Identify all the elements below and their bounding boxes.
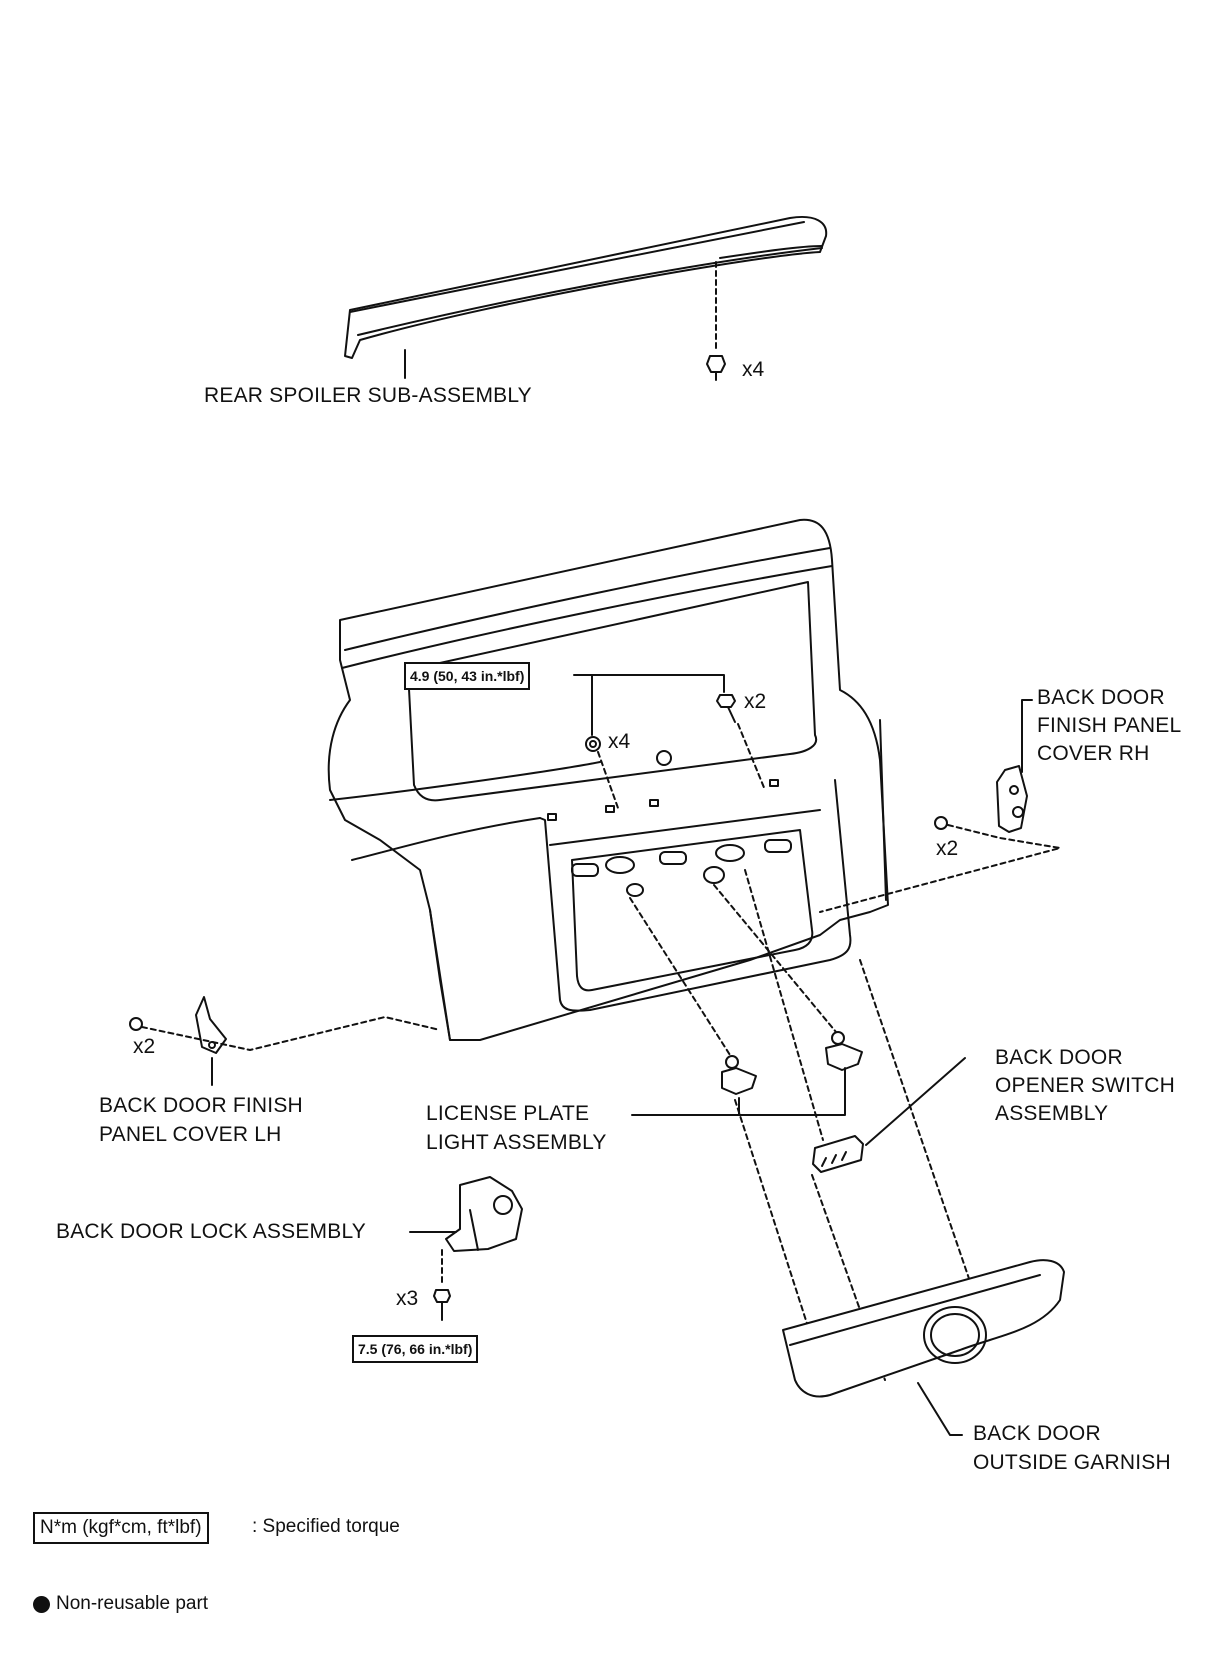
lh-clip-icon [129,1017,143,1031]
lock-assembly-label: BACK DOOR LOCK ASSEMBLY [56,1220,366,1243]
spoiler-screw-qty: x4 [742,358,765,381]
finish-panel-cover-lh [195,996,227,1054]
lh-clip-qty: x2 [133,1035,156,1058]
opener-switch-leader [865,1057,966,1146]
lh-cover-label-line1: BACK DOOR FINISH [99,1094,303,1117]
door-bolt-icon [716,694,736,723]
door-nut-icon [585,736,601,752]
rear-spoiler-label: REAR SPOILER SUB-ASSEMBLY [204,384,532,407]
license-light-leader [631,1067,846,1116]
door-bolt-qty: x2 [744,690,767,713]
rear-spoiler-sub-assembly [344,216,828,359]
opener-switch-label-line3: ASSEMBLY [995,1102,1109,1125]
legend-torque-text: : Specified torque [252,1516,400,1537]
garnish-label-line1: BACK DOOR [973,1422,1101,1445]
rh-cover-label-line3: COVER RH [1037,742,1150,765]
rh-cover-leader [1021,699,1033,773]
spoiler-screw-icon [706,355,726,381]
license-light-label-line2: LIGHT ASSEMBLY [426,1131,607,1154]
back-door-opener-switch [812,1135,864,1173]
lh-cover-label-line2: PANEL COVER LH [99,1123,282,1146]
lock-bolt-qty: x3 [396,1287,419,1310]
rh-cover-label-line2: FINISH PANEL [1037,714,1182,737]
door-nut-qty: x4 [608,730,631,753]
lock-bolt-icon [433,1289,451,1321]
rh-clip-icon [934,816,948,830]
opener-switch-label-line1: BACK DOOR [995,1046,1123,1069]
finish-panel-cover-rh [996,765,1028,833]
torque-leader-bolts [573,674,725,693]
torque-door-fasteners: 4.9 (50, 43 in.*lbf) [404,662,531,690]
garnish-label-line2: OUTSIDE GARNISH [973,1451,1171,1474]
torque-lock-bolts: 7.5 (76, 66 in.*lbf) [352,1335,479,1363]
license-light-label-line1: LICENSE PLATE [426,1102,590,1125]
license-plate-light-left [721,1055,757,1095]
garnish-leader [917,1382,963,1436]
license-plate-light-right [825,1031,863,1071]
nonreusable-dot-icon [33,1596,50,1613]
opener-switch-label-line2: OPENER SWITCH [995,1074,1175,1097]
back-door-outside-garnish [782,1259,1065,1398]
back-door-lock-assembly [445,1176,523,1252]
rh-cover-label-line1: BACK DOOR [1037,686,1165,709]
rh-clip-qty: x2 [936,837,959,860]
legend-torque-box: N*m (kgf*cm, ft*lbf) [33,1512,209,1544]
legend-nonreusable-text: Non-reusable part [56,1593,209,1614]
